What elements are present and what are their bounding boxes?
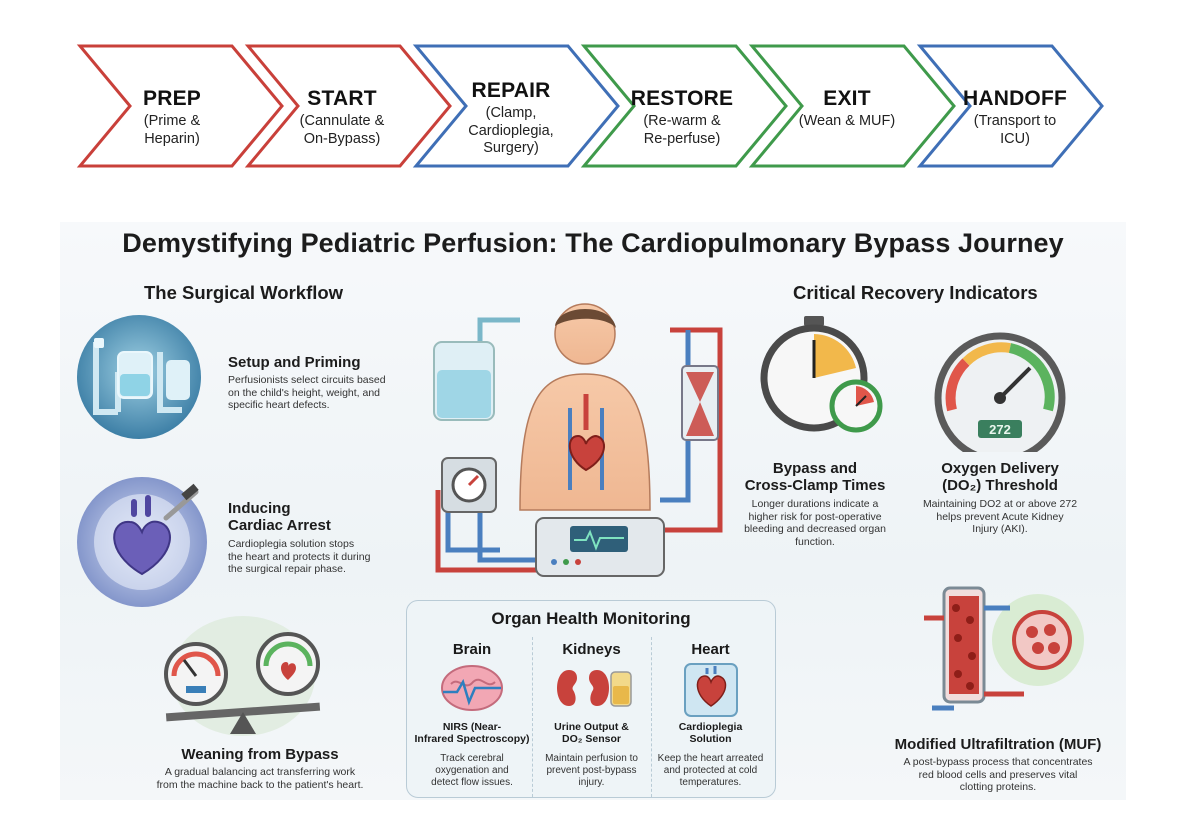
iv-bags-icon [77, 315, 201, 439]
step-exit: EXIT (Wean & MUF) [772, 87, 922, 131]
do2-title: Oxygen Delivery (DO₂) Threshold [941, 460, 1059, 495]
kidneys-icon [556, 670, 632, 707]
organ-desc: Maintain perfusion to prevent post-bypas… [545, 753, 638, 788]
step-subtitle: (Re-warm & Re-perfuse) [643, 113, 721, 147]
do2-text: Maintaining DO2 at or above 272 helps pr… [922, 498, 1078, 536]
clamp-times-title: Bypass and Cross-Clamp Times [744, 460, 886, 495]
gauge-icon: 272 [934, 332, 1066, 452]
weaning-title: Weaning from Bypass [181, 746, 339, 763]
setup-priming-text: Perfusionists select circuits based on t… [228, 374, 386, 412]
step-subtitle: (Transport to ICU) [973, 113, 1057, 147]
brain-icon [441, 665, 503, 711]
organ-column-heart: Heart Cardioplegia Solution Keep the hea… [651, 637, 769, 797]
organ-monitoring-heading: Organ Health Monitoring [491, 609, 691, 628]
organ-desc: Track cerebral oxygenation and detect fl… [431, 753, 513, 788]
chevron-repair [412, 44, 620, 168]
step-restore: RESTORE (Re-warm & Re-perfuse) [607, 87, 757, 148]
balance-gauges-icon [164, 616, 321, 736]
step-subtitle: (Prime & Heparin) [143, 113, 201, 147]
muf-text: A post-bypass process that concentrates … [903, 756, 1093, 794]
setup-priming-title: Setup and Priming [228, 354, 361, 371]
organ-name: Brain [452, 641, 492, 658]
step-title: RESTORE [630, 87, 734, 110]
chevron-restore [580, 44, 788, 168]
step-repair: REPAIR (Clamp, Cardioplegia, Surgery) [436, 79, 586, 158]
chevron-exit [748, 44, 956, 168]
chevron-start [244, 44, 452, 168]
page-title: Demystifying Pediatric Perfusion: The Ca… [122, 228, 1064, 258]
process-flow: PREP (Prime & Heparin) START (Cannulate … [0, 0, 1179, 200]
process-chevrons [76, 44, 1104, 168]
indicators-heading: Critical Recovery Indicators [793, 282, 1038, 303]
organ-column-brain: Brain NIRS (Near- Infrared Spectroscopy)… [413, 637, 531, 797]
muf-title: Modified Ultrafiltration (MUF) [894, 736, 1102, 753]
cardiac-arrest-text: Cardioplegia solution stops the heart an… [228, 538, 371, 576]
step-title: EXIT [823, 87, 871, 110]
step-handoff: HANDOFF (Transport to ICU) [940, 87, 1090, 148]
stopwatch-icon [760, 316, 883, 433]
weaning-text: A gradual balancing act transferring wor… [156, 766, 364, 791]
step-title: PREP [143, 87, 201, 110]
workflow-heading: The Surgical Workflow [144, 282, 344, 303]
step-title: HANDOFF [962, 87, 1068, 110]
organ-desc: Keep the heart arreated and protected at… [657, 753, 764, 788]
cardiac-arrest-title: Inducing Cardiac Arrest [228, 500, 331, 535]
infographic-panel: Demystifying Pediatric Perfusion: The Ca… [60, 222, 1126, 800]
step-subtitle: (Wean & MUF) [798, 113, 896, 130]
chevron-handoff [916, 44, 1104, 168]
clamp-times-text: Longer durations indicate a higher risk … [744, 498, 886, 548]
step-title: START [307, 87, 377, 110]
bypass-circuit-illustration [433, 303, 723, 577]
step-prep: PREP (Prime & Heparin) [97, 87, 247, 148]
filter-cells-icon [924, 586, 1084, 711]
step-subtitle: (Cannulate & On-Bypass) [299, 113, 385, 147]
step-subtitle: (Clamp, Cardioplegia, Surgery) [468, 105, 554, 157]
heart-syringe-icon [77, 477, 207, 607]
organ-metric: Urine Output & DO₂ Sensor [554, 721, 629, 746]
gauge-readout: 272 [989, 422, 1011, 437]
heart-icon [683, 663, 738, 717]
chevron-prep [76, 44, 284, 168]
organ-metric: NIRS (Near- Infrared Spectroscopy) [414, 721, 530, 746]
organ-name: Heart [691, 641, 730, 658]
organ-metric: Cardioplegia Solution [678, 721, 743, 746]
organ-column-kidneys: Kidneys Urine Output & DO₂ Sensor Mainta… [532, 637, 650, 797]
organ-monitoring-box: Organ Health Monitoring Brain NIRS (Near… [406, 600, 776, 798]
step-start: START (Cannulate & On-Bypass) [267, 87, 417, 148]
step-title: REPAIR [471, 79, 551, 102]
organ-name: Kidneys [562, 641, 621, 658]
